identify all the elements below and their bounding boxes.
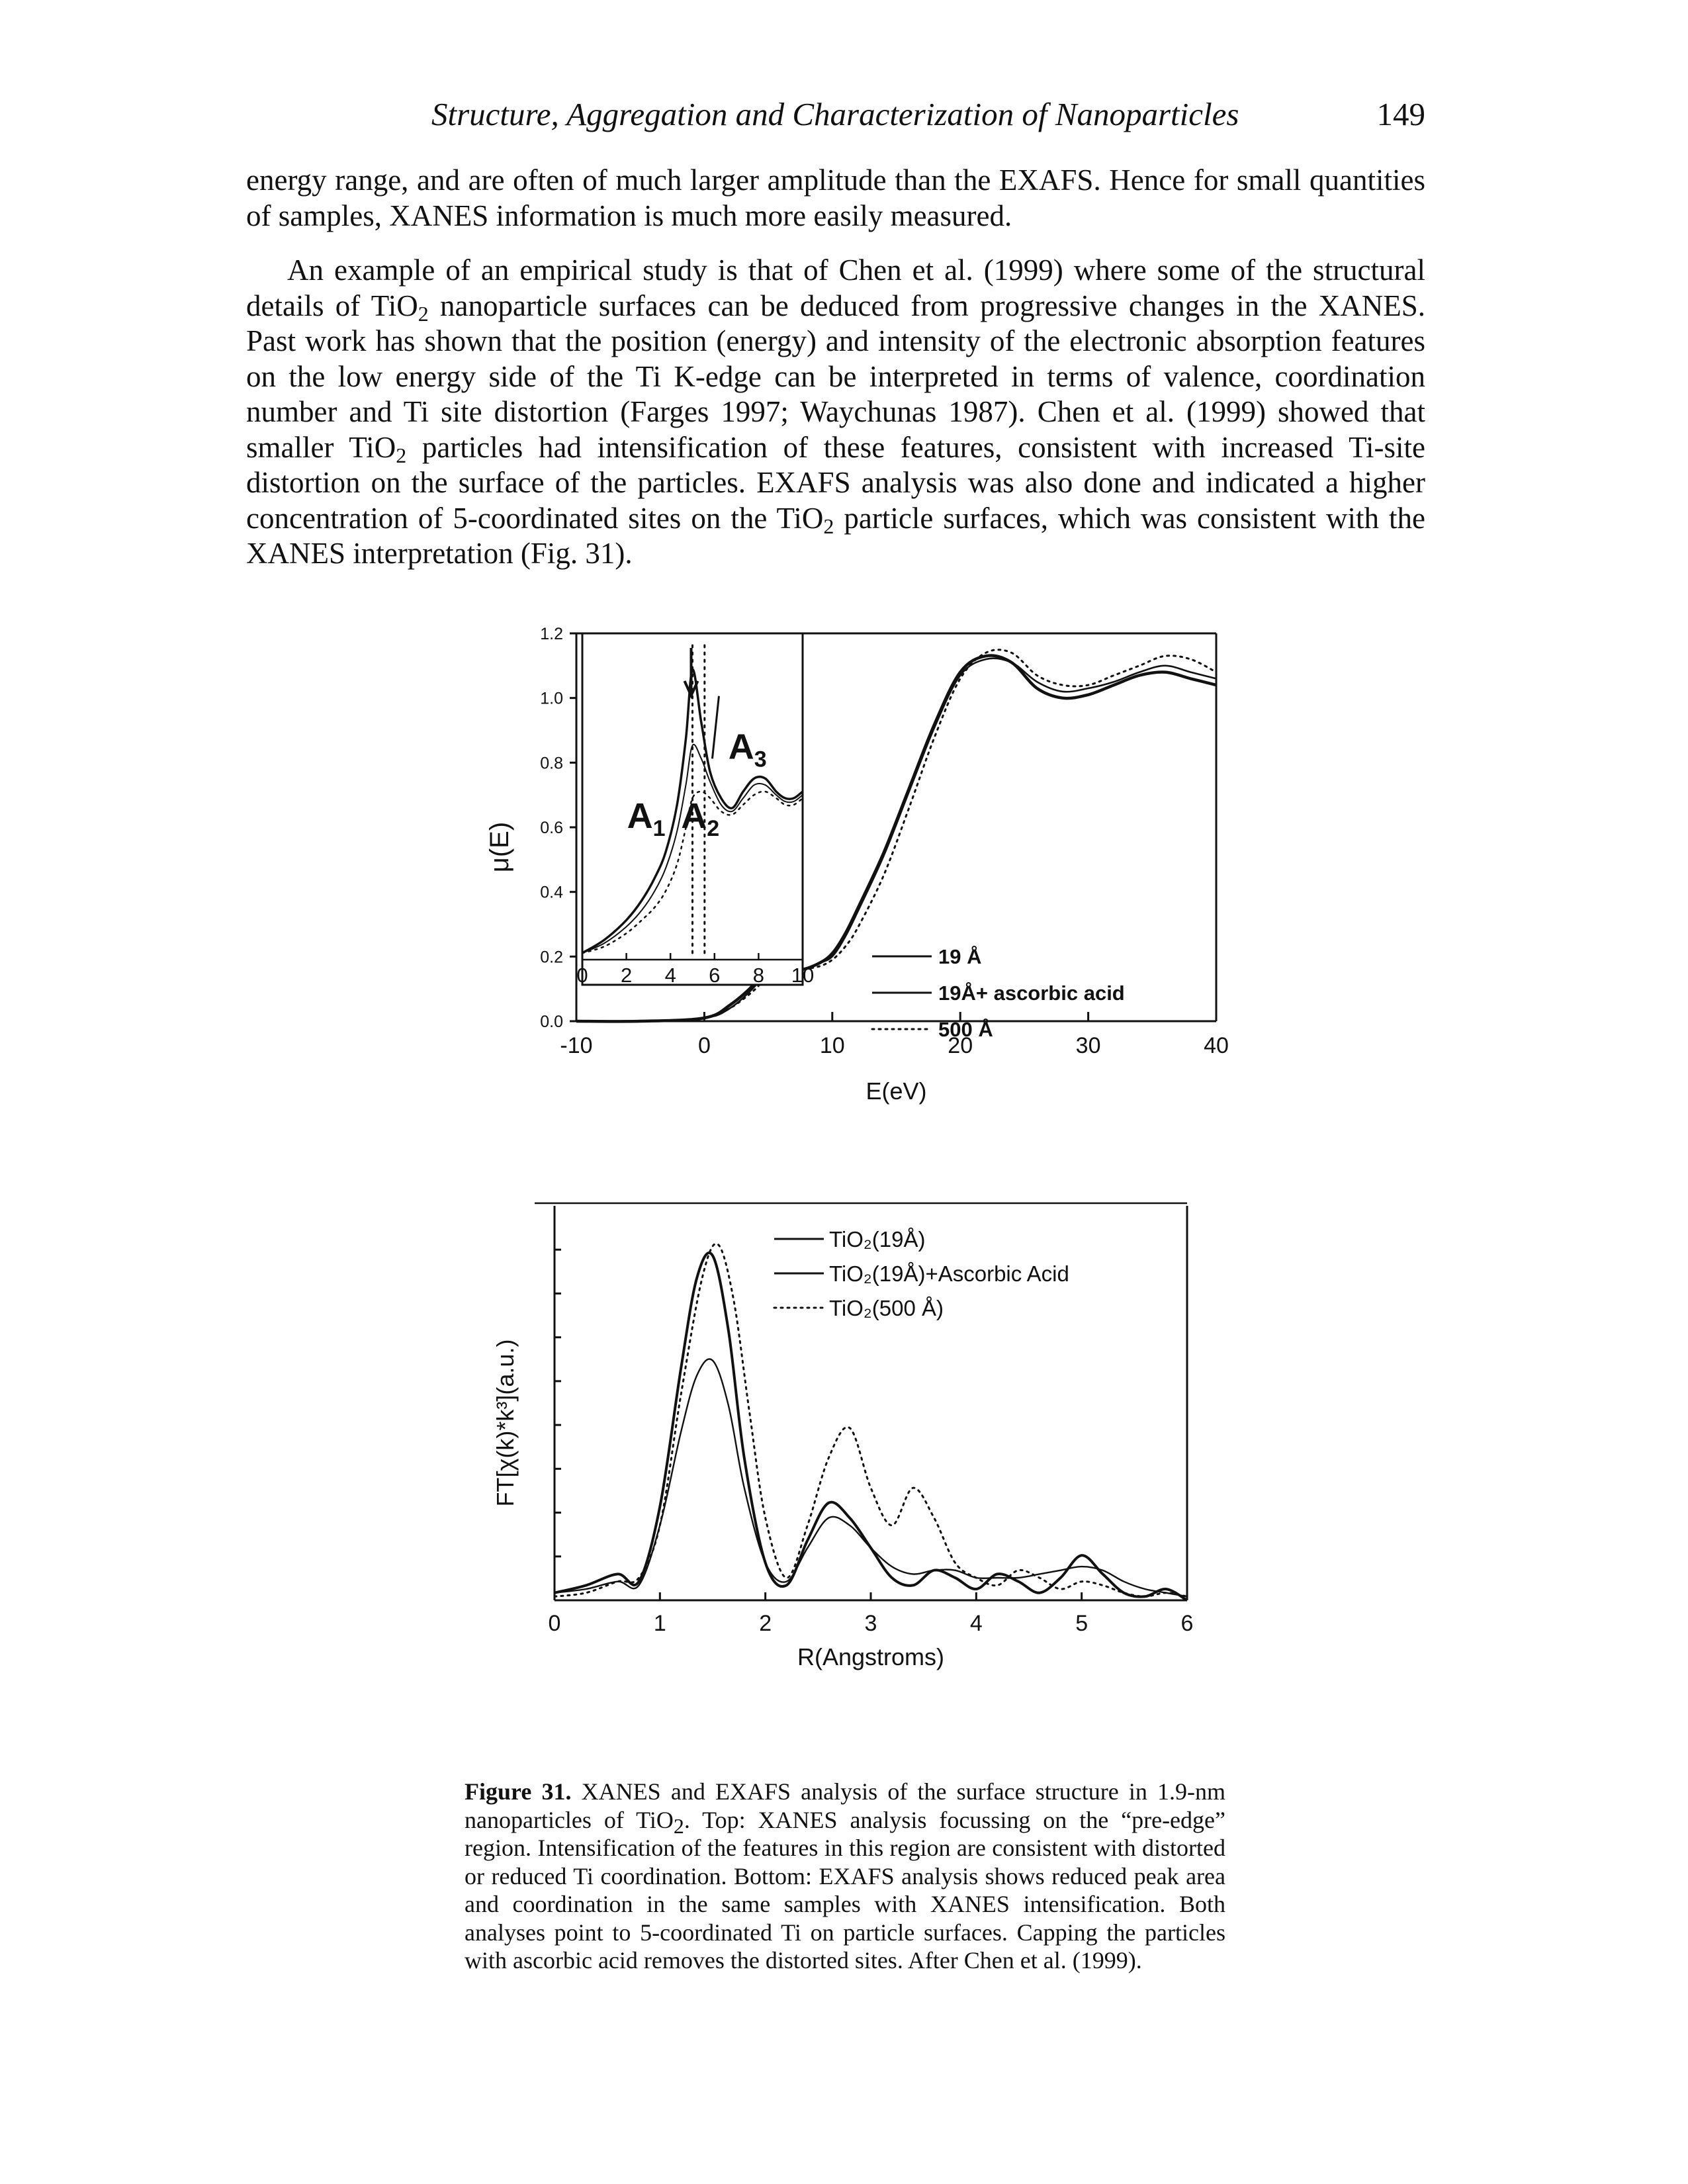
x-tick-label: 3 bbox=[865, 1611, 877, 1636]
exafs-series-c-line bbox=[553, 1242, 1188, 1598]
y-tick-label: 1.2 bbox=[540, 625, 563, 643]
inset-x-tick-label: 4 bbox=[665, 964, 676, 987]
subscript: 2 bbox=[673, 1813, 684, 1838]
x-tick-label: 1 bbox=[654, 1611, 666, 1636]
paragraph-1: energy range, and are often of much larg… bbox=[246, 163, 1425, 232]
feature-index: 3 bbox=[754, 747, 767, 772]
y-tick-label: 0.2 bbox=[540, 948, 563, 966]
x-axis-label: R(Angstroms) bbox=[797, 1643, 944, 1670]
y-tick-label: 0.6 bbox=[540, 819, 563, 837]
inset-series-b-line bbox=[582, 743, 803, 954]
inset-feature-label: A2 bbox=[681, 796, 719, 841]
xanes-series-c-line bbox=[575, 649, 1218, 1023]
legend-label: TiO₂(500 Å) bbox=[829, 1296, 944, 1320]
x-tick-label: 0 bbox=[549, 1611, 561, 1636]
x-tick-label: -10 bbox=[560, 1033, 592, 1058]
y-tick-label: 0.8 bbox=[540, 754, 563, 772]
inset-x-tick-label: 8 bbox=[753, 964, 764, 987]
x-tick-label: 6 bbox=[1181, 1611, 1194, 1636]
inset-feature-label: A1 bbox=[627, 796, 666, 841]
feature-index: 2 bbox=[707, 816, 719, 841]
running-title: Structure, Aggregation and Characterizat… bbox=[431, 96, 1239, 132]
inset-x-tick-label: 0 bbox=[576, 964, 588, 987]
legend-label: 500 Å bbox=[938, 1018, 993, 1041]
exafs-chart: 0 1 2 3 4 5 6R(Angstroms) FT[χ(k)*k³](a.u.) TiO₂… bbox=[492, 1202, 1194, 1670]
legend-label: 19 Å bbox=[938, 945, 981, 968]
x-tick-label: 30 bbox=[1076, 1033, 1101, 1058]
y-axis-label: μ(E) bbox=[485, 822, 514, 872]
x-tick-label: 5 bbox=[1075, 1611, 1088, 1636]
feature-letter: A bbox=[729, 727, 754, 766]
feature-letter: A bbox=[681, 796, 707, 836]
y-tick-label: 1.0 bbox=[540, 690, 563, 708]
subscript: 2 bbox=[823, 514, 834, 538]
x-axis-label: E(eV) bbox=[866, 1077, 926, 1105]
inset-series-a-line bbox=[582, 668, 804, 954]
feature-index: 1 bbox=[653, 816, 666, 841]
inset-series-c-line bbox=[581, 790, 804, 954]
x-tick-label: 2 bbox=[759, 1611, 772, 1636]
page-header: Structure, Aggregation and Characterizat… bbox=[246, 91, 1425, 138]
x-tick-label: 40 bbox=[1204, 1033, 1229, 1058]
inset-x-tick-label: 2 bbox=[621, 964, 632, 987]
exafs-series-b-line bbox=[554, 1358, 1188, 1598]
arrow-down-icon bbox=[683, 648, 699, 699]
exafs-series-a-line bbox=[554, 1251, 1188, 1602]
inset-feature-label: A3 bbox=[729, 727, 767, 772]
inset-x-tick-label: 10 bbox=[791, 964, 814, 987]
x-tick-label: 10 bbox=[820, 1033, 845, 1058]
y-tick-label: 0.0 bbox=[540, 1013, 563, 1031]
legend-label: TiO₂(19Å)+Ascorbic Acid bbox=[829, 1261, 1069, 1286]
figure-label: Figure 31. bbox=[465, 1778, 572, 1805]
figure-caption: Figure 31. XANES and EXAFS analysis of t… bbox=[465, 1778, 1226, 1974]
y-axis-label: FT[χ(k)*k³](a.u.) bbox=[492, 1340, 519, 1507]
paragraph-2: An example of an empirical study is that… bbox=[246, 253, 1425, 570]
x-tick-label: 0 bbox=[698, 1033, 711, 1058]
legend-label: TiO₂(19Å) bbox=[829, 1227, 925, 1251]
legend-label: 19Å+ ascorbic acid bbox=[938, 981, 1125, 1005]
inset-x-tick-label: 6 bbox=[709, 964, 720, 987]
x-tick-label: 4 bbox=[970, 1611, 983, 1636]
feature-letter: A bbox=[627, 796, 653, 836]
arrow-up-icon bbox=[711, 696, 720, 759]
subscript: 2 bbox=[396, 443, 407, 467]
y-tick-label: 0.4 bbox=[540, 884, 563, 902]
x-tick-label: 20 bbox=[948, 1033, 973, 1058]
subscript: 2 bbox=[418, 301, 429, 326]
page-number: 149 bbox=[1376, 96, 1426, 132]
